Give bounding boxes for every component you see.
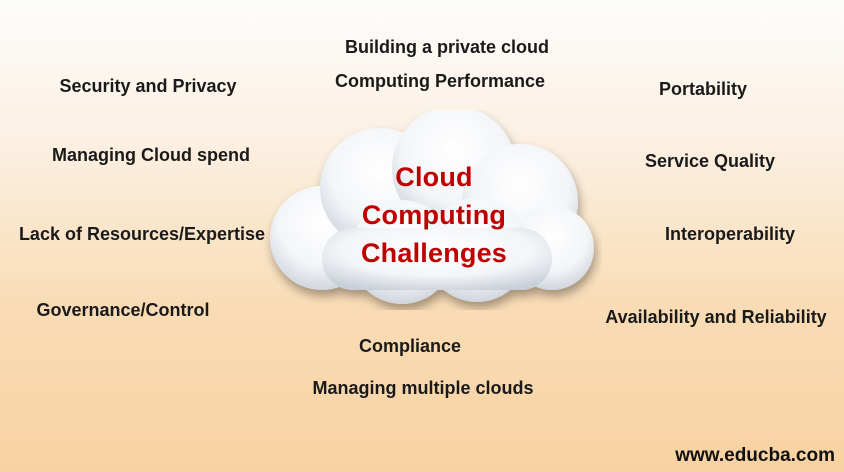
item-compliance: Compliance [358,336,462,356]
item-managing-cloud-spend: Managing Cloud spend [52,145,250,165]
central-topic: Cloud Computing Challenges [334,158,534,272]
central-topic-line-1: Cloud [395,162,473,192]
item-building-private-cloud: Building a private cloud [344,37,550,57]
item-interoperability: Interoperability [664,224,796,244]
cloud-shape [262,110,602,310]
item-availability-reliability: Availability and Reliability [605,307,827,327]
watermark-text: www.educba.com [675,445,835,466]
item-managing-multiple-clouds: Managing multiple clouds [312,378,534,398]
item-governance-control: Governance/Control [36,300,210,320]
central-topic-line-3: Challenges [360,238,508,268]
item-computing-performance: Computing Performance [334,71,546,91]
item-lack-of-resources: Lack of Resources/Expertise [18,224,266,244]
item-portability: Portability [658,79,748,99]
central-topic-line-2: Computing [361,200,507,230]
item-service-quality: Service Quality [644,151,776,171]
item-security-privacy: Security and Privacy [59,76,237,96]
